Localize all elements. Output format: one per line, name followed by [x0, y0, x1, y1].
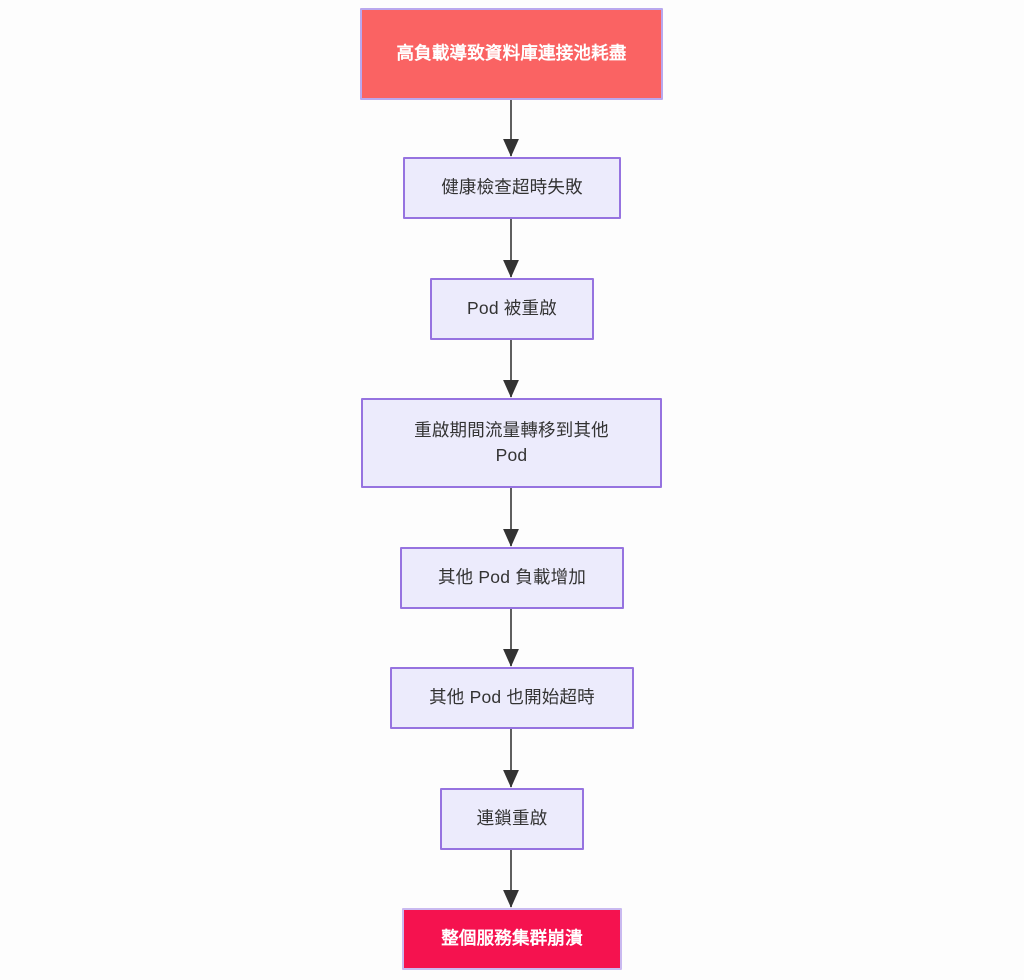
flowchart-node-n1[interactable]: 高負載導致資料庫連接池耗盡: [360, 8, 663, 100]
flowchart-node-n8[interactable]: 整個服務集群崩潰: [402, 908, 622, 970]
flowchart-node-n4[interactable]: 重啟期間流量轉移到其他 Pod: [361, 398, 662, 488]
flowchart-node-n6[interactable]: 其他 Pod 也開始超時: [390, 667, 634, 729]
flowchart-node-n2[interactable]: 健康檢查超時失敗: [403, 157, 621, 219]
flowchart-node-n7[interactable]: 連鎖重啟: [440, 788, 584, 850]
flowchart-node-n3[interactable]: Pod 被重啟: [430, 278, 594, 340]
flowchart-node-n5[interactable]: 其他 Pod 負載增加: [400, 547, 624, 609]
